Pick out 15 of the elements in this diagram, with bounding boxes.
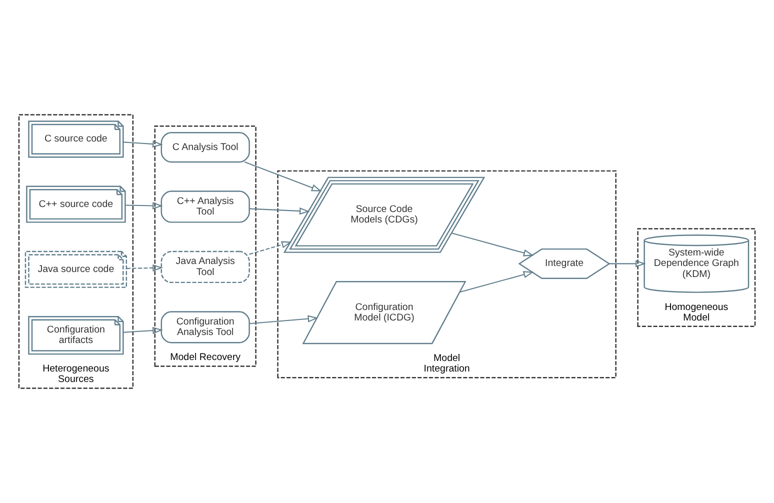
arrow: [126, 264, 163, 272]
arrow: [460, 271, 534, 293]
arrow: [249, 241, 292, 255]
node-box: C++ Analysis Tool: [160, 190, 250, 223]
node-box: Java Analysis Tool: [160, 250, 250, 284]
node-box: C Analysis Tool: [160, 132, 250, 163]
arrow: [249, 207, 310, 215]
arrow: [452, 232, 534, 256]
arrow: [609, 260, 646, 268]
node-box: Configuration Analysis Tool: [160, 311, 250, 344]
arrow: [125, 202, 163, 210]
arrow: [123, 140, 163, 148]
arrow: [123, 326, 163, 334]
arrow: [249, 315, 318, 324]
arrow: [244, 161, 322, 192]
